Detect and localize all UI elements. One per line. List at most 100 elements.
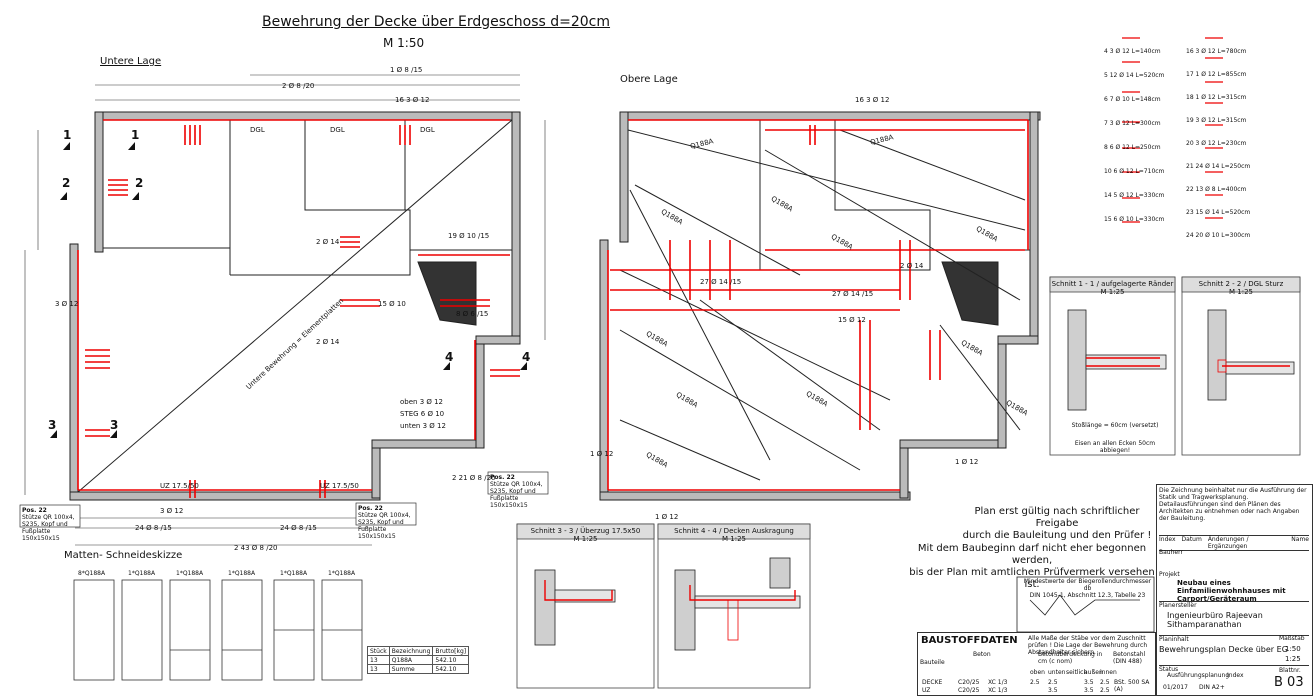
section-scale: M 1:25 [1100,288,1125,296]
plan-value: Bewehrungsplan Decke über EG [1159,645,1288,654]
rebar-label: 24 Ø 8 /15 [280,524,317,532]
rebar-label: UZ 17.5/50 [160,482,199,490]
index-col: Index [1159,536,1176,543]
lower-plan-walls [69,111,521,501]
rebar-label: 24 Ø 8 /15 [135,524,172,532]
cut-marker: 2 [135,176,144,190]
section-scale: M 1:25 [573,535,598,543]
mesh-table-head: Brutto[kg] [432,646,470,656]
rebar-label: unten 3 Ø 12 [400,422,446,430]
title-block-note: Die Zeichnung beinhaltet nur die Ausführ… [1159,487,1307,522]
table-row: 13 Summe 542.10 [367,664,470,674]
bar-list-shapes [1122,37,1223,223]
section-note: Stoßlänge = 60cm (versetzt) [1071,422,1159,429]
format-value: DIN A2+ [1199,684,1225,691]
pos-boxes [19,471,549,528]
section-title-text: Schnitt 4 - 4 / Decken Auskragung [674,527,794,535]
bending-title: Mindestwerte der Biegerollendurchmesser … [1020,578,1155,599]
cut-marker: 1 [131,128,140,142]
cut-marker: 1 [63,128,72,142]
row-name: UZ [922,687,931,694]
bar-item: 7 3 Ø 12 L=300cm [1104,120,1161,127]
row-val: 3.5 [1084,687,1094,694]
baustoff-col: Bauteile [920,659,945,666]
upper-layer-label: Obere Lage [620,74,678,85]
ersteller-value: Ingenieurbüro Rajeevan Sithamparanathan [1167,611,1263,629]
cut-marker-arrows [50,142,527,438]
rebar-label: 2 Ø 14 [316,238,340,246]
baustoff-col: Betonstahl (DIN 488) [1113,651,1146,665]
upper-plan-walls [599,111,1041,501]
pos-note-text: Stütze QR 100x4, S235, Kopf und Fußplatt… [490,481,543,509]
bar-item: 16 3 Ø 12 L=780cm [1186,48,1247,55]
plan-label: Planinhalt [1159,635,1309,643]
bar-item: 5 12 Ø 14 L=520cm [1104,72,1165,79]
pos-note-title: Pos. 22 [22,507,47,514]
index-col: Datum [1181,536,1202,543]
index-header-row: Index Datum Änderungen / Ergänzungen Nam… [1159,535,1309,551]
rebar-label: 15 Ø 12 [838,316,866,324]
bar-item: 18 1 Ø 12 L=315cm [1186,94,1247,101]
row-val: 2.5 [1100,679,1110,686]
section-details [534,309,1295,651]
rebar-label: UZ 17.5/50 [320,482,359,490]
status-value: Ausführungsplanung [1167,672,1230,679]
section-title-text: Schnitt 1 - 1 / aufgelagerte Ränder [1051,280,1174,288]
baustoff-col: Beton [973,651,991,658]
ersteller-label: Planersteller [1159,601,1309,609]
upper-rebar [607,119,1029,491]
rebar-label: 3 Ø 12 [55,300,79,308]
row-xc: XC 1/3 [988,687,1008,694]
bauherr-label: Bauherr [1159,549,1183,556]
mesh-table: Stück Bezeichnung Brutto[kg] 13 Q188A 54… [367,646,470,674]
bar-item: 22 13 Ø 8 L=400cm [1186,186,1247,193]
cut-marker: 3 [48,418,57,432]
mesh-sketch-item: 1*Q188A [128,570,156,577]
dgl-label: DGL [330,126,345,134]
lower-dimensions [24,74,546,546]
rebar-label: 16 3 Ø 12 [855,96,890,104]
baustoff-title: BAUSTOFFDATEN [921,635,1018,646]
row-val: 3.5 [1084,679,1094,686]
index-col: Name [1291,536,1309,543]
pos-note-title: Pos. 22 [490,474,515,481]
notice-line: durch die Bauleitung und den Prüfer ! [962,530,1152,541]
mesh-cell: Summe [388,664,434,674]
bar-item: 6 7 Ø 10 L=148cm [1104,96,1161,103]
rebar-label: oben 3 Ø 12 [400,398,444,406]
row-val: 2.5 [1030,679,1040,686]
baustoff-col: Betonüberdeckung in cm (c nom) [1038,651,1103,665]
bar-item: 15 6 Ø 10 L=330cm [1104,216,1165,223]
section-title-text: Schnitt 2 - 2 / DGL Sturz [1198,280,1284,288]
rebar-label: 2 Ø 14 [316,338,340,346]
index-col: Änderungen / Ergänzungen [1207,536,1249,550]
drawing-scale: M 1:50 [383,36,425,50]
section-scale: M 1:25 [1229,288,1253,296]
projekt-label: Projekt [1159,571,1180,578]
title-block: Die Zeichnung beinhaltet nur die Ausführ… [1156,484,1313,696]
mesh-table-head: Bezeichnung [388,646,434,656]
table-row: 13 Q188A 542.10 [367,655,470,665]
cut-marker: 4 [445,350,454,364]
massstab-value: 1:50 [1285,645,1301,653]
mesh-cell: 542.10 [432,664,470,674]
mesh-sketch-item: 1*Q188A [228,570,256,577]
cut-marker: 3 [110,418,119,432]
bar-item: 23 15 Ø 14 L=520cm [1186,209,1251,216]
mesh-sketch-item: 1*Q188A [176,570,204,577]
blatt-label: Blattnr. [1279,667,1301,674]
rebar-label: 16 3 Ø 12 [395,96,430,104]
sub-col: oben [1030,669,1045,676]
mesh-table-header: Stück Bezeichnung Brutto[kg] [367,646,470,656]
row-name: DECKE [922,679,943,686]
sub-col: innen [1100,669,1117,676]
rebar-label: 27 Ø 14 /15 [700,278,742,286]
lower-layer-label: Untere Lage [100,56,162,67]
rebar-label: 19 Ø 10 /15 [448,232,490,240]
mesh-sketch-shapes [73,579,363,681]
rebar-label: 1 Ø 8 /15 [390,66,423,74]
